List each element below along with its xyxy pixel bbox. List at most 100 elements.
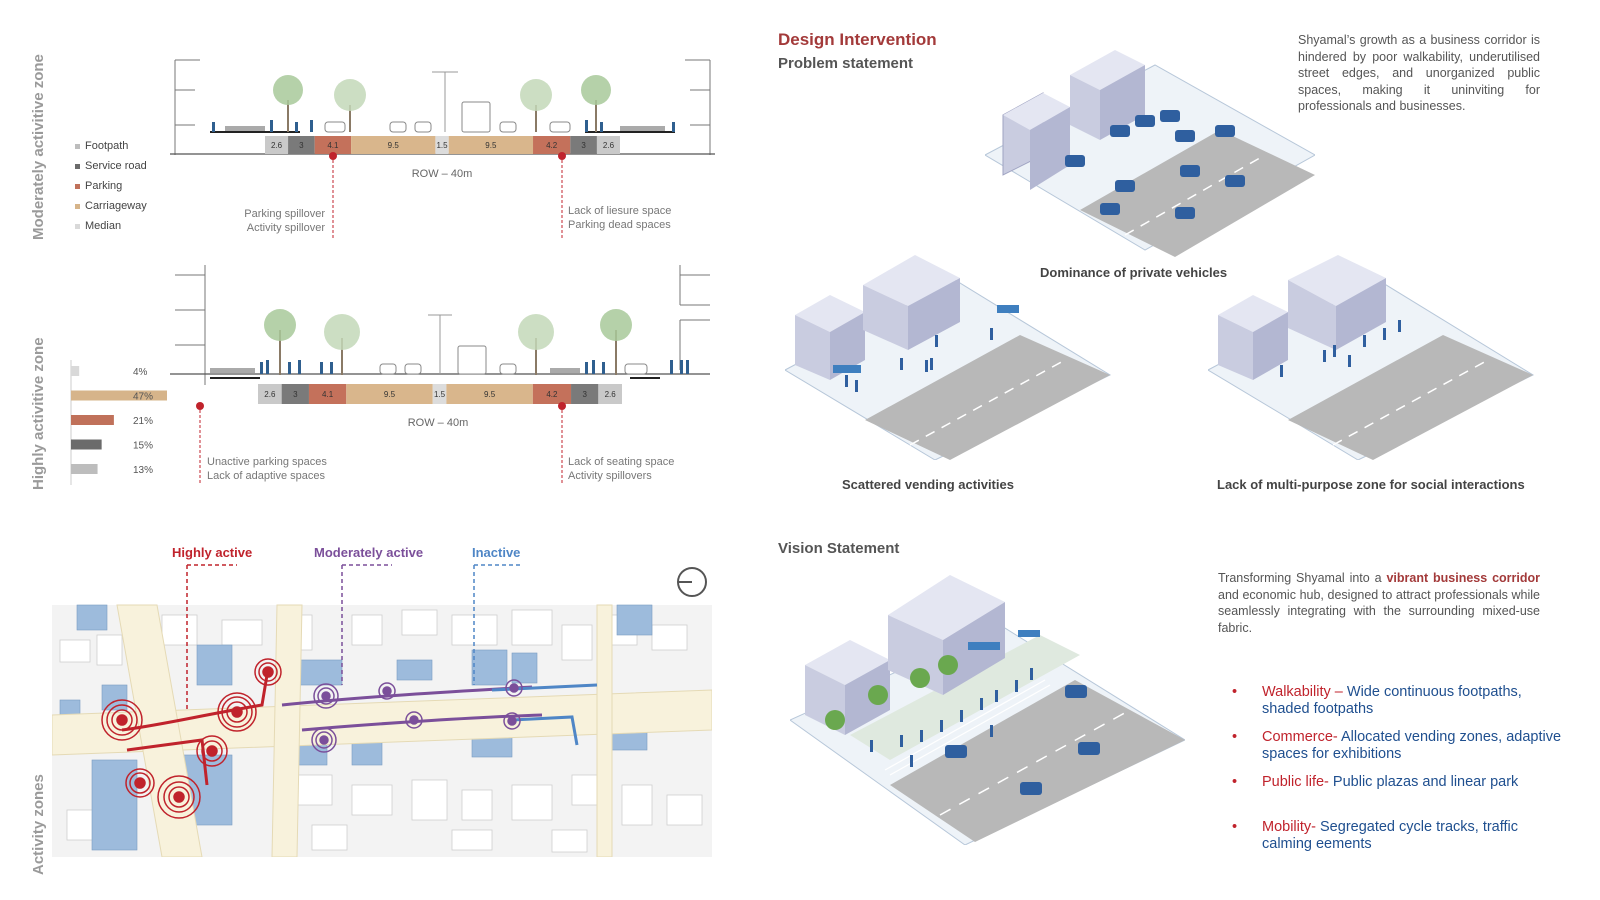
label-activity-zones: Activity zones: [30, 774, 47, 875]
bar: [71, 366, 80, 376]
iso-diagram-vending: [785, 255, 1112, 460]
problem-statement-text: Shyamal’s growth as a business corridor …: [1298, 33, 1540, 113]
bar-value-label: 21%: [133, 416, 153, 427]
section-segment-label: 2.6: [271, 141, 283, 150]
street-light-icon: [432, 71, 458, 132]
section-segment-label: 2.6: [603, 141, 615, 150]
section-segment-label: 9.5: [485, 141, 497, 150]
section-segment: [446, 384, 533, 404]
section-segment: [265, 136, 289, 154]
north-arrow-icon: [677, 567, 707, 597]
problem-statement-heading: Problem statement: [778, 55, 914, 72]
section-segment: [432, 384, 447, 404]
car-icon: [945, 685, 1100, 795]
note-right-1: Lack of liesure space: [568, 205, 671, 217]
section-segment-label: 2.6: [264, 390, 276, 399]
bar-value-label: 13%: [133, 465, 153, 476]
section-segment: [346, 384, 433, 404]
legend-item: Carriageway: [75, 200, 147, 212]
land-use-bar-chart: 4%47%21%15%13%: [70, 360, 167, 485]
legend-swatch: [75, 183, 80, 189]
legend-swatch: [75, 223, 80, 229]
note-left-1: Parking spillover: [244, 208, 325, 220]
note-left-2: Activity spillover: [247, 222, 326, 234]
legend-inactive: Inactive: [472, 545, 520, 560]
tree-icon: [264, 309, 632, 375]
label-highly-active-zone: Highly activitive zone: [30, 337, 47, 490]
street-section-moderate: 2.6 3 4.1 9.5 1.5 9.5 4.2 3 2.6 ROW – 40m Parkin…: [170, 59, 715, 240]
bar-value-label: 4%: [133, 367, 148, 378]
section-segment-label: 4.1: [327, 141, 339, 150]
caption-social-zone: Lack of multi-purpose zone for social in…: [1217, 477, 1525, 492]
car-icon: [1065, 110, 1245, 219]
legend-item: Median: [75, 220, 121, 232]
section-segment-label: 3: [293, 390, 298, 399]
people-icon: [260, 360, 689, 374]
bar: [71, 415, 114, 425]
vision-statement-heading: Vision Statement: [778, 540, 900, 557]
bullet-mobility: •Mobility- Segregated cycle tracks, traf…: [1232, 819, 1519, 852]
bus-icon: [461, 101, 491, 133]
section-segment: [533, 136, 571, 154]
legend-swatch: [75, 203, 80, 209]
section-segment-label: 3: [582, 390, 587, 399]
legend-item: Parking: [75, 180, 122, 192]
section-segment-label: 2.6: [605, 390, 617, 399]
section-segment-label: 1.5: [436, 141, 448, 150]
activity-zone-map: Highly active Moderately active Inactive: [52, 545, 712, 857]
note-left-2: Lack of adaptive spaces: [207, 470, 326, 482]
section-segment: [448, 136, 534, 154]
section-segment: [308, 384, 347, 404]
bullet-walkability: •Walkability – Wide continuous footpaths…: [1232, 684, 1522, 717]
vending-stall-icon: [968, 630, 1040, 650]
section-segment-label: 9.5: [484, 390, 496, 399]
caption-private-vehicles: Dominance of private vehicles: [1040, 265, 1228, 280]
section-segment-label: 4.2: [546, 390, 558, 399]
tree-icon: [825, 655, 958, 730]
people-icon: [1280, 320, 1401, 377]
section-segments: 2.6 3 4.1 9.5 1.5 9.5 4.2 3 2.6: [265, 136, 620, 154]
section-segment-label: 3: [299, 141, 304, 150]
people-icon: [212, 120, 675, 132]
building-outline-icon: [174, 59, 711, 155]
bar-value-label: 47%: [133, 392, 153, 403]
bar: [71, 390, 167, 401]
section-segment-label: 4.1: [322, 390, 334, 399]
bus-icon: [457, 345, 487, 375]
high-activity-marker: [101, 658, 282, 819]
legend-item: Service road: [75, 160, 147, 172]
section-segment: [281, 384, 309, 404]
section-segment-label: 1.5: [434, 390, 446, 399]
section-segment: [598, 384, 622, 404]
tree-icon: [273, 75, 611, 132]
street-light-icon: [428, 314, 452, 374]
bar: [71, 464, 98, 474]
note-right-2: Parking dead spaces: [568, 219, 671, 231]
section-segment: [596, 136, 620, 154]
iso-diagram-social-zone: [1208, 255, 1535, 460]
bike-icon: [210, 368, 580, 373]
row-label: ROW – 40m: [408, 417, 469, 429]
iso-diagram-vision: [790, 575, 1185, 845]
section-segment-label: 3: [581, 141, 586, 150]
legend-swatch: [75, 163, 80, 169]
bullet-commerce: •Commerce- Allocated vending zones, adap…: [1232, 729, 1562, 762]
section-segment-label: 4.2: [546, 141, 558, 150]
bullet-public-life: •Public life- Public plazas and linear p…: [1232, 774, 1519, 790]
legend-item: Footpath: [75, 140, 128, 152]
legend-swatch: [75, 143, 80, 149]
note-left-1: Unactive parking spaces: [207, 456, 327, 468]
vision-statement-text: Transforming Shyamal into a vibrant busi…: [1218, 571, 1540, 635]
people-icon: [845, 328, 993, 392]
iso-diagram-private-vehicles: [985, 50, 1315, 257]
section-segment: [571, 384, 599, 404]
row-label: ROW – 40m: [412, 168, 473, 180]
section-segment: [570, 136, 597, 154]
bar: [71, 439, 102, 450]
bike-icon: [225, 126, 665, 131]
section-segment-label: 9.5: [388, 141, 400, 150]
note-right-2: Activity spillovers: [568, 470, 652, 482]
design-intervention-title: Design Intervention: [778, 30, 937, 49]
